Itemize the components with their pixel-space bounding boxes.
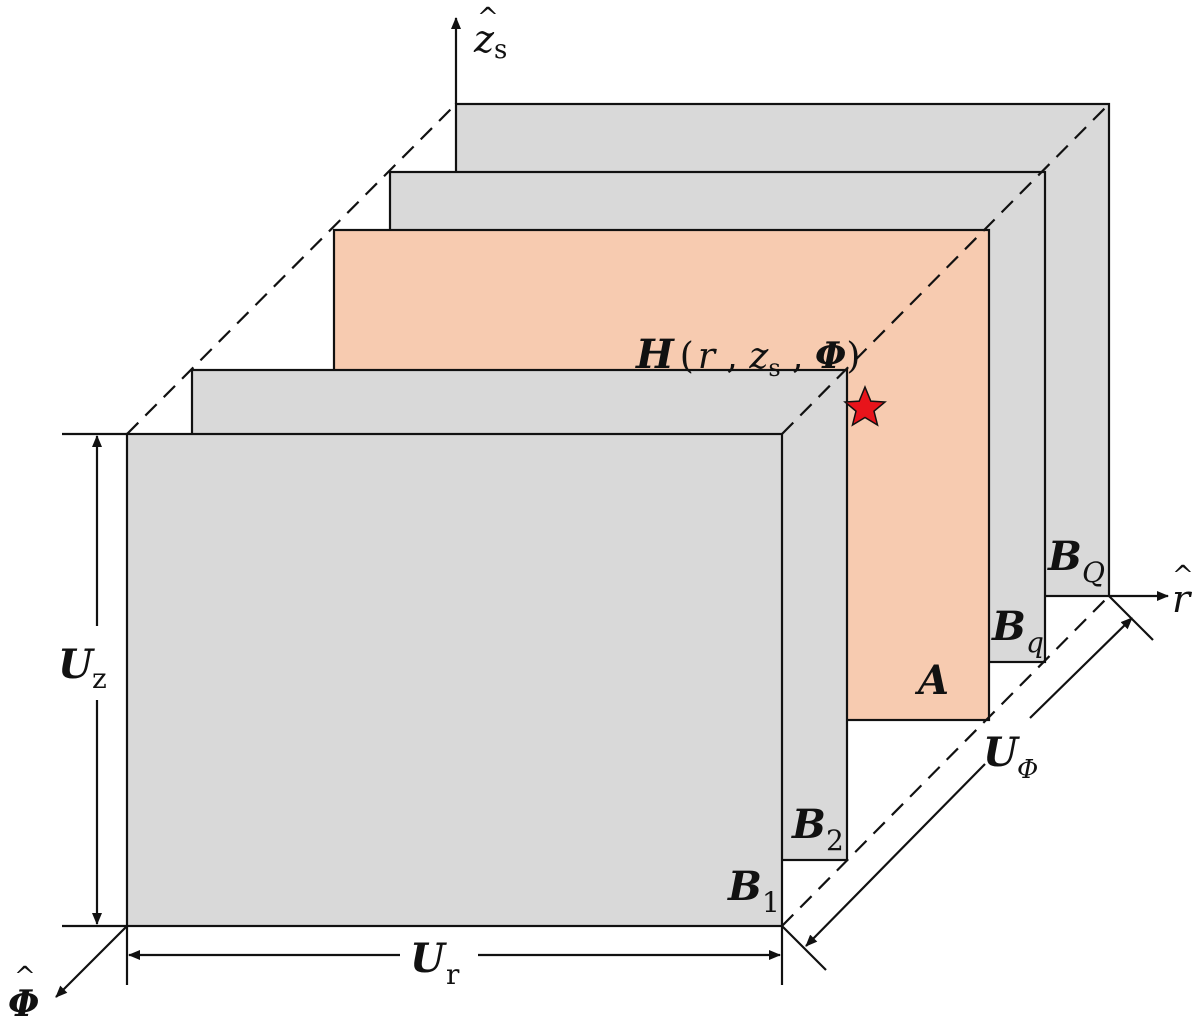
svg-text:1: 1 — [762, 886, 780, 919]
phi-axis-label: Φ ^ — [8, 962, 39, 1025]
svg-text:zs: zs — [473, 17, 507, 65]
star-icon — [843, 385, 887, 427]
svg-text:Φ: Φ — [1017, 755, 1038, 785]
phi-axis — [55, 925, 128, 998]
hat-icon: ^ — [14, 962, 36, 992]
svg-text:U: U — [58, 641, 95, 688]
panel-b1-label: B 1 — [727, 863, 780, 919]
svg-text:B: B — [991, 603, 1026, 650]
svg-text:U: U — [410, 935, 447, 982]
hat-icon: ^ — [1172, 561, 1194, 591]
panel-b1-face — [125, 432, 784, 928]
zs-axis-label: zs ^ — [473, 3, 507, 65]
svg-text:2: 2 — [826, 824, 844, 857]
panel-bQ-label: B Q — [1047, 533, 1105, 589]
svg-text:B: B — [727, 863, 762, 910]
svg-text:H(r , zs , Φ): H(r , zs , Φ) — [635, 331, 860, 382]
svg-text:z: z — [92, 662, 107, 695]
hat-icon: ^ — [477, 3, 499, 33]
svg-text:r: r — [1172, 577, 1193, 621]
svg-text:B: B — [791, 801, 826, 848]
svg-text:Q: Q — [1082, 556, 1105, 589]
uz-label: U z — [58, 641, 107, 695]
uphi-dimension-line-upper — [1029, 617, 1133, 719]
point-label: H(r , zs , Φ) — [635, 331, 860, 382]
uphi-dimension-line-lower — [805, 763, 986, 947]
ur-label: U r — [410, 935, 460, 991]
panel-b1 — [125, 432, 784, 928]
panel-b2-label: B 2 — [791, 801, 844, 857]
svg-text:Φ: Φ — [8, 983, 39, 1025]
panel-bq-label: B q — [991, 603, 1044, 659]
uphi-ext-front — [781, 925, 827, 971]
panel-a-label: A — [914, 657, 949, 704]
r-axis-label: r ^ — [1172, 561, 1194, 621]
svg-text:q: q — [1026, 626, 1044, 659]
svg-text:A: A — [914, 657, 949, 704]
svg-text:U: U — [983, 729, 1020, 776]
svg-text:r: r — [446, 958, 460, 991]
svg-text:B: B — [1047, 533, 1082, 580]
uphi-label: U Φ — [983, 729, 1038, 785]
